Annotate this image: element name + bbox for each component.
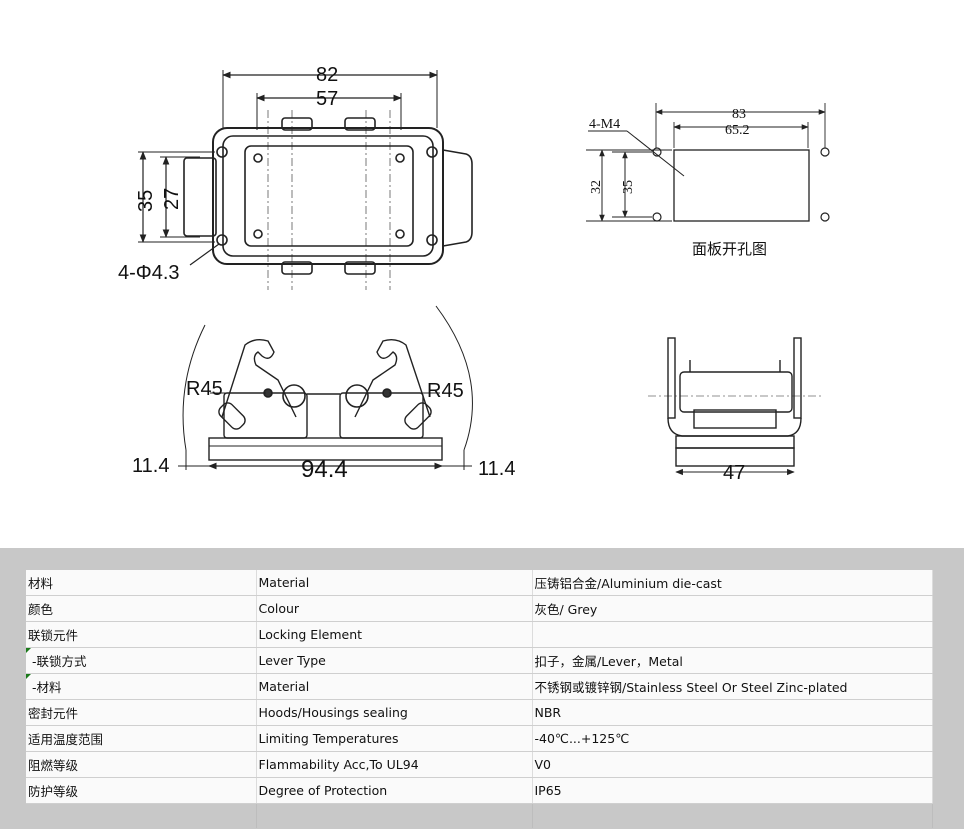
dim-57-label: 57	[316, 88, 338, 110]
front-view	[178, 305, 473, 470]
dim-94-4-label: 94.4	[301, 456, 348, 483]
spec-label-en: Locking Element	[256, 621, 533, 648]
spec-value: 不锈钢或镀锌钢/Stainless Steel Or Steel Zinc-pl…	[532, 673, 933, 700]
table-row: -材料 Material 不锈钢或镀锌钢/Stainless Steel Or …	[26, 673, 933, 700]
technical-drawing: 82 57 35 27 4-Φ4.3 83 65.2 4-M4 32 35 面板…	[118, 64, 830, 484]
dim-11-4-right-label: 11.4	[478, 458, 515, 480]
table-row: 适用温度范围 Limiting Temperatures -40℃...+125…	[26, 725, 933, 752]
spec-label-en: Material	[256, 673, 533, 700]
spec-label-cn: -联锁方式	[26, 647, 257, 674]
table-row: -联锁方式 Lever Type 扣子，金属/Lever，Metal	[26, 647, 933, 674]
spec-value: V0	[532, 751, 933, 778]
spec-value: -40℃...+125℃	[532, 725, 933, 752]
spec-label-cn: 适用温度范围	[26, 725, 257, 752]
spec-label-cn: -材料	[26, 673, 257, 700]
spec-label-en: Limiting Temperatures	[256, 725, 533, 752]
spec-label-cn: 颜色	[26, 595, 257, 622]
radius-right-label: R45	[427, 380, 464, 402]
dim-35-label: 35	[135, 190, 157, 212]
empty-cell	[256, 803, 533, 828]
panel-cutout-view	[586, 103, 830, 222]
spec-label-en: Colour	[256, 595, 533, 622]
table-row: 联锁元件 Locking Element	[26, 621, 933, 648]
table-row: 阻燃等级 Flammability Acc,To UL94 V0	[26, 751, 933, 778]
empty-cell	[26, 803, 257, 828]
dim-11-4-left-label: 11.4	[132, 455, 169, 477]
spec-label-en: Material	[256, 570, 533, 596]
table-row: 密封元件 Hoods/Housings sealing NBR	[26, 699, 933, 726]
spec-value: 扣子，金属/Lever，Metal	[532, 647, 933, 674]
table-row: 材料 Material 压铸铝合金/Aluminium die-cast	[26, 570, 933, 596]
spec-label-en: Hoods/Housings sealing	[256, 699, 533, 726]
table-row-empty	[26, 803, 933, 828]
spec-panel: 材料 Material 压铸铝合金/Aluminium die-cast 颜色 …	[0, 548, 964, 829]
dim-4-m4-label: 4-M4	[589, 117, 620, 132]
dim-holes-label: 4-Φ4.3	[118, 262, 180, 284]
dim-82-label: 82	[316, 64, 338, 86]
spec-label-en: Flammability Acc,To UL94	[256, 751, 533, 778]
empty-cell	[532, 803, 933, 828]
spec-label-cn: 材料	[26, 570, 257, 596]
spec-label-cn: 防护等级	[26, 777, 257, 804]
top-view	[138, 70, 473, 290]
dim-47-label: 47	[723, 462, 745, 484]
spec-value	[532, 621, 933, 648]
dim-83-label: 83	[732, 107, 746, 122]
spec-value: NBR	[532, 699, 933, 726]
spec-value: 灰色/ Grey	[532, 595, 933, 622]
spec-label-cn: 密封元件	[26, 699, 257, 726]
dim-65-2-label: 65.2	[725, 123, 750, 138]
spec-value: IP65	[532, 777, 933, 804]
radius-left-label: R45	[186, 378, 223, 400]
spec-label-cn: 联锁元件	[26, 621, 257, 648]
table-row: 颜色 Colour 灰色/ Grey	[26, 595, 933, 622]
side-view	[648, 337, 822, 476]
dim-32-label: 32	[589, 180, 604, 194]
dim-35-cutout-label: 35	[621, 180, 636, 194]
spec-label-en: Degree of Protection	[256, 777, 533, 804]
spec-label-cn: 阻燃等级	[26, 751, 257, 778]
spec-table: 材料 Material 压铸铝合金/Aluminium die-cast 颜色 …	[26, 570, 933, 828]
table-row: 防护等级 Degree of Protection IP65	[26, 777, 933, 804]
spec-label-en: Lever Type	[256, 647, 533, 674]
dim-27-label: 27	[161, 188, 183, 210]
spec-value: 压铸铝合金/Aluminium die-cast	[532, 570, 933, 596]
panel-cutout-caption: 面板开孔图	[692, 240, 767, 258]
